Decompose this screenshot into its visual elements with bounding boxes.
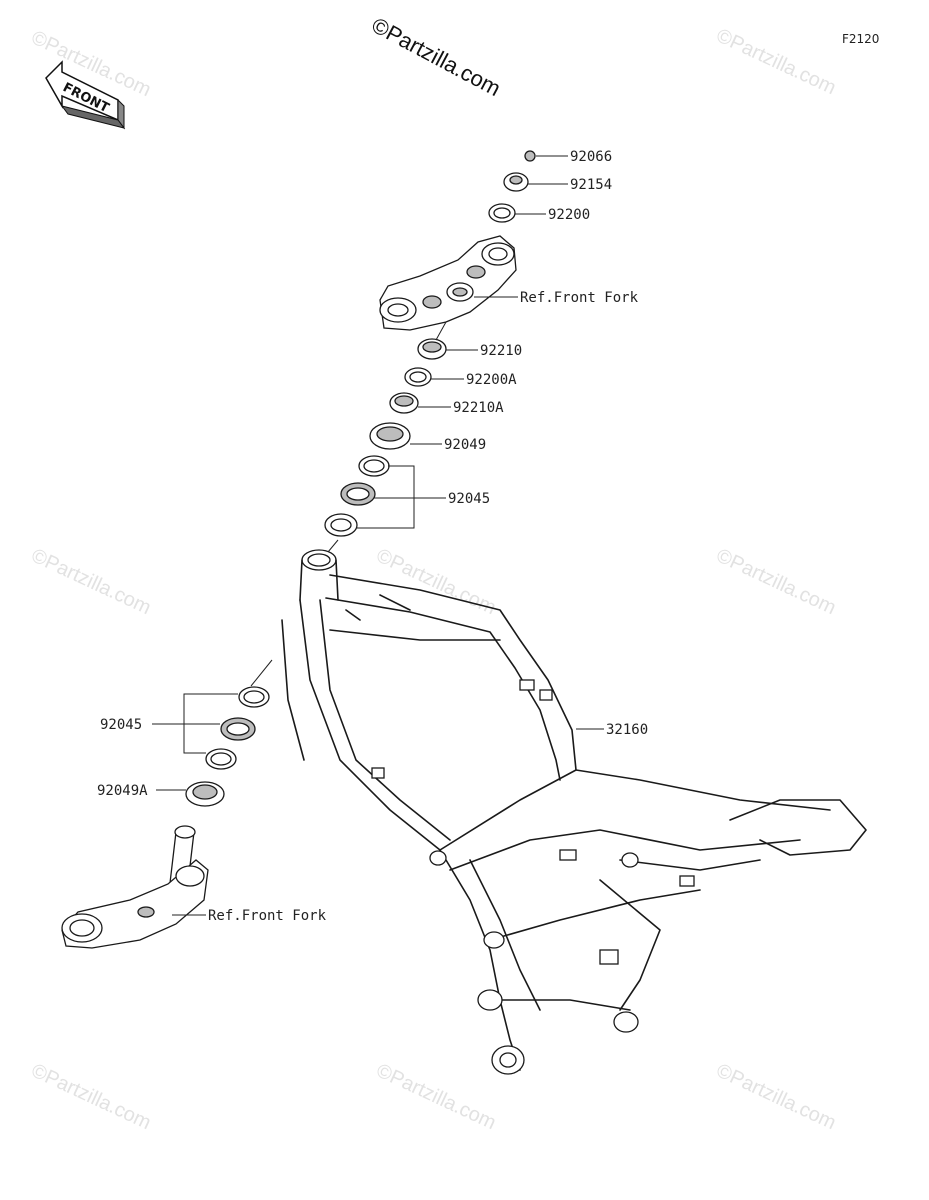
- callout-92210A: 92210A: [453, 400, 504, 416]
- part-92066: [524, 150, 536, 162]
- callout-92154: 92154: [570, 177, 612, 193]
- part-92045-upper: [324, 455, 390, 537]
- callout-92200A: 92200A: [466, 372, 517, 388]
- part-92049A: [185, 781, 225, 807]
- watermark-main: ©Partzilla.com: [368, 12, 505, 101]
- part-92045-lower: [205, 686, 270, 770]
- front-arrow-icon: FRONT: [45, 60, 126, 130]
- callout-92210: 92210: [480, 343, 522, 359]
- watermarks: ©Partzilla.com ©Partzilla.com ©Partzilla…: [28, 25, 839, 1135]
- callout-92045-top: 92045: [448, 491, 490, 507]
- callout-92066: 92066: [570, 149, 612, 165]
- callout-92200: 92200: [548, 207, 590, 223]
- leader-lines: [152, 155, 604, 916]
- frame-32160: [281, 549, 867, 1075]
- watermark: ©Partzilla.com: [713, 1060, 839, 1135]
- part-92049: [369, 422, 411, 450]
- watermark: ©Partzilla.com: [373, 1060, 499, 1135]
- watermark: ©Partzilla.com: [713, 545, 839, 620]
- watermark: ©Partzilla.com: [713, 25, 839, 100]
- upper-triple-clamp: [379, 235, 517, 331]
- lower-triple-clamp: [61, 825, 209, 949]
- watermark: ©Partzilla.com: [28, 545, 154, 620]
- callout-92049A: 92049A: [97, 783, 148, 799]
- part-92210A: [389, 392, 419, 414]
- part-92200: [488, 203, 516, 223]
- watermark: ©Partzilla.com: [28, 1060, 154, 1135]
- callout-ref-front-fork-bottom: Ref.Front Fork: [208, 908, 327, 924]
- part-92154: [503, 172, 529, 192]
- callout-labels: 92066 92154 92200 Ref.Front Fork 92210 9…: [97, 149, 648, 924]
- callout-ref-front-fork-top: Ref.Front Fork: [520, 290, 639, 306]
- callout-92045-bottom: 92045: [100, 717, 142, 733]
- callout-92049: 92049: [444, 437, 486, 453]
- part-92200A: [404, 367, 432, 387]
- callout-32160: 32160: [606, 722, 648, 738]
- diagram-code: F2120: [842, 32, 879, 46]
- watermark: ©Partzilla.com: [373, 545, 499, 620]
- part-92210: [417, 338, 447, 360]
